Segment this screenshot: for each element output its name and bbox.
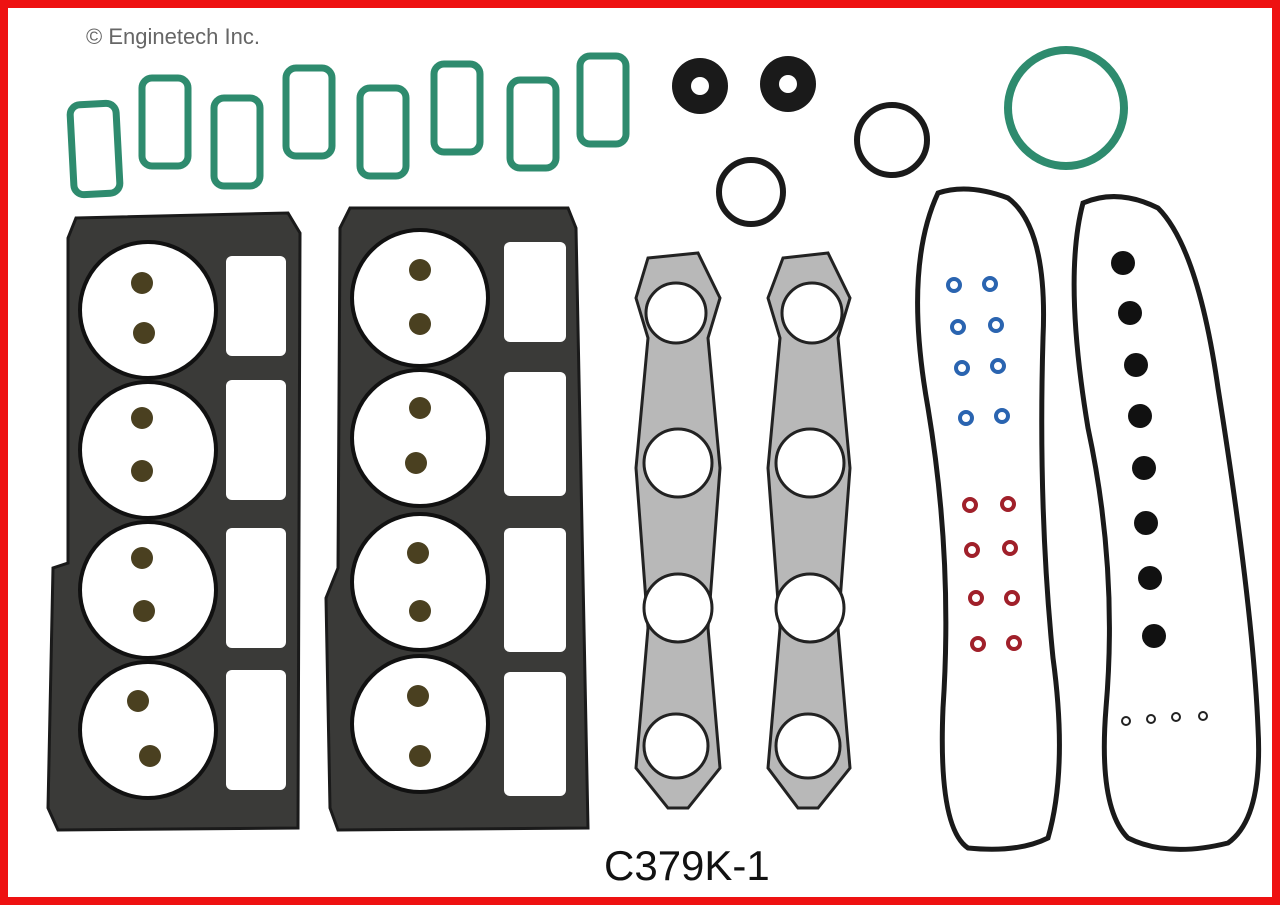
- valve-cover-gaskets: [915, 186, 1262, 852]
- intake-seals: [66, 52, 630, 199]
- head-gaskets: [46, 206, 590, 832]
- copyright-watermark: © Enginetech Inc.: [86, 24, 260, 49]
- exhaust-gaskets: [634, 251, 852, 810]
- o-rings: [946, 276, 1208, 726]
- gasket-set-photo: [46, 46, 1262, 852]
- valve-cover-grommets: [1111, 251, 1166, 648]
- part-number-label: C379K-1: [604, 842, 770, 889]
- grommets: [672, 46, 1128, 227]
